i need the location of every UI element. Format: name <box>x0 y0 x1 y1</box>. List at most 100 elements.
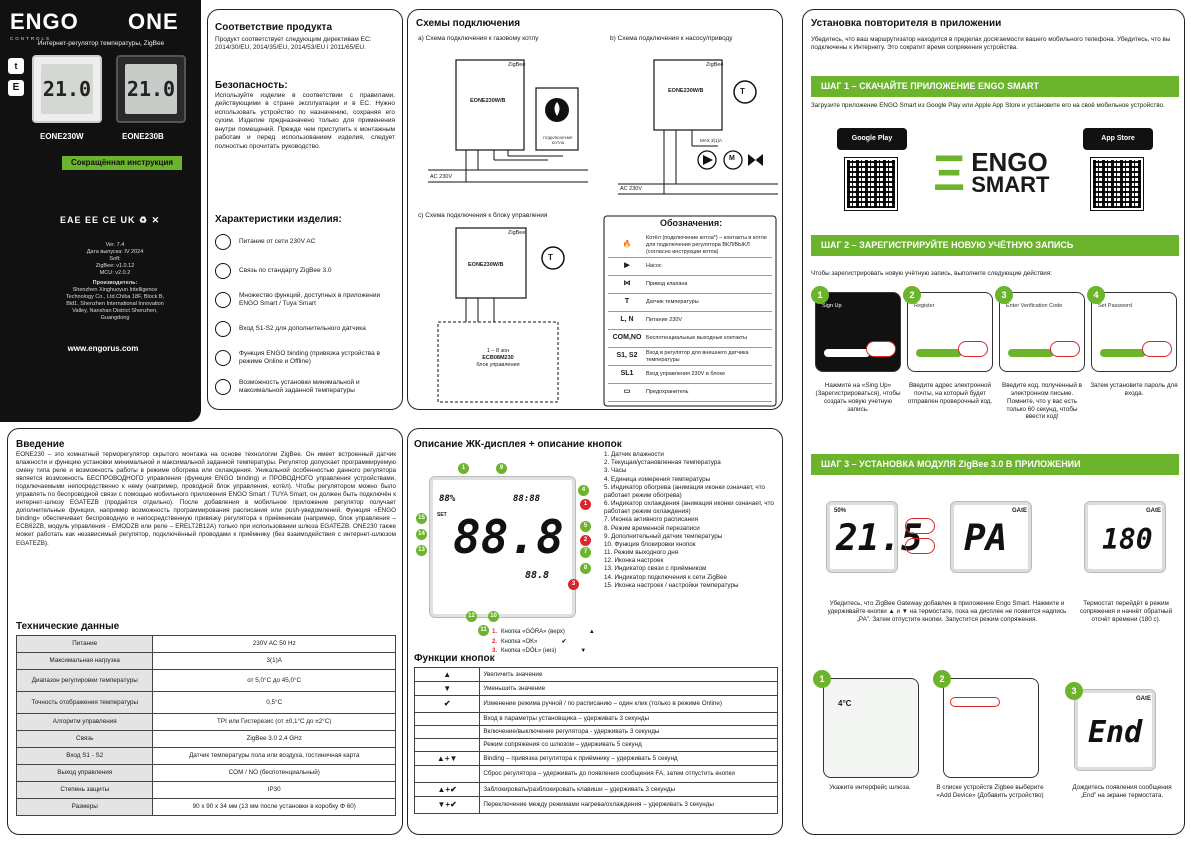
function-text: Переключение между режимами нагрева/охла… <box>479 796 778 814</box>
legend-text: Беспотенциальные выходные контакты <box>646 335 748 342</box>
button-number: 2. <box>492 638 498 645</box>
feature-item: Функция ENGO binding (привязка устройств… <box>215 348 397 368</box>
app-title: Установка повторителя в приложении <box>811 18 1002 29</box>
function-keys: ▼ <box>413 681 481 696</box>
step-text: В списке устройств Zigbee выберите «Add … <box>936 784 1044 799</box>
device-label-b: EONE230W/B <box>668 88 704 94</box>
button-symbol: ▲ <box>588 629 595 635</box>
legend-list: 🔥Котёл (подключение котла*) – контакты в… <box>608 234 772 402</box>
function-keys: ▼+✔ <box>413 796 481 814</box>
actuator-m: M <box>729 155 735 162</box>
step-number: 3 <box>1065 682 1083 700</box>
pair-display-3: GAtE 180 <box>1084 501 1166 573</box>
intro-title: Введение <box>16 439 65 450</box>
diagram-b-caption: b) Схема подключения к насосу/приводу <box>610 35 733 42</box>
tuya-icon: t <box>8 58 24 74</box>
wiring-title: Схемы подключения <box>416 18 521 29</box>
press-hand-icon <box>905 538 935 554</box>
lcd-marker: 3 <box>568 579 579 590</box>
lcd-legend-item: 5. Индикатор обогрева (анимация иконки о… <box>604 483 766 499</box>
button-symbol: ▼ <box>580 648 587 654</box>
legend-symbol: ▭ <box>623 388 631 396</box>
product-name: Интернет-регулятор температуры, ZigBee <box>37 40 165 47</box>
lcd-main-temp: 88.8 <box>453 510 564 564</box>
lcd-legend-item: 2. Текущая/установленная температура <box>604 459 721 467</box>
app-store-button[interactable]: App Store <box>1083 128 1153 150</box>
screen-button <box>1100 349 1146 357</box>
spec-value: IP30 <box>152 781 396 799</box>
legend-symbol: SL1 <box>620 370 634 378</box>
spec-value: от 5,0°С до 45,0°С <box>152 669 396 692</box>
button-list: 1.Кнопка «GÓRA» (верх)▲2.Кнопка «OK»✔3.К… <box>492 629 595 658</box>
boiler-label: ПОДКЛЮЧЕНИЕ КОТЛА <box>543 136 573 145</box>
version-block: Ver. 7.4 Дата выпуска: IV 2024 Soft: Zig… <box>65 242 165 321</box>
intro-text: EONE230 – это комнатный терморегулятор с… <box>16 451 396 547</box>
lcd-marker: 5 <box>580 521 591 532</box>
spec-value: ZigBee 3.0 2,4 GHz <box>152 730 396 748</box>
legend-row: ▭Предохранитель <box>608 384 772 402</box>
button-description: 1.Кнопка «GÓRA» (верх)▲ <box>492 629 595 637</box>
legend-symbol: 🔥 <box>622 241 632 249</box>
pair-display-1: 50% 21.5 <box>826 501 923 573</box>
step1-text: Загрузите приложение ENGO Smart из Googl… <box>811 102 1165 109</box>
legend-text: Питание 230V <box>646 317 683 324</box>
function-row: ▲Увеличить значение <box>413 667 778 682</box>
function-row: ▼+✔Переключение между режимами нагрева/о… <box>413 796 778 814</box>
registration-screen: Register <box>907 292 993 372</box>
lcd-legend-item: 1. Датчик влажности <box>604 451 664 458</box>
screen-heading: Sign Up <box>822 303 842 309</box>
spec-key: Степень защиты <box>15 781 154 799</box>
lcd-legend-item: 14. Индикатор подключения к сети ZigBee <box>604 573 728 581</box>
sensor-t-c: T <box>548 253 553 262</box>
zigbee-label-a: ZigBee <box>508 62 526 68</box>
lcd-extra-temp: 88.8 <box>525 570 550 581</box>
lcd-marker: 1 <box>458 463 469 474</box>
lcd-legend-item: 8. Режим временной перезаписи <box>604 524 700 532</box>
function-text: Увеличить значение <box>479 667 778 682</box>
button-label: Кнопка «OK» <box>501 638 538 645</box>
lcd-title: Описание ЖК-дисплея + описание кнопок <box>414 439 622 450</box>
screen-button <box>824 349 870 357</box>
binding-icon <box>215 350 231 366</box>
website-link[interactable]: www.engorus.com <box>67 344 139 353</box>
feature-item: Возможность установки минимальной и макс… <box>215 377 397 397</box>
screen-button <box>916 349 962 357</box>
function-keys <box>413 738 481 752</box>
legend-symbol: ▶ <box>624 262 630 270</box>
lcd-marker: 4 <box>578 485 589 496</box>
button-number: 1. <box>492 629 498 635</box>
legend-text: Насос <box>646 263 662 270</box>
step-text: Укажите интерфейс шлюза. <box>829 784 911 791</box>
cover-panel: ENGO CONTROLS ONE Интернет-регулятор тем… <box>0 0 201 422</box>
function-text: Уменьшить значение <box>479 681 778 696</box>
legend-symbol: COM,NO <box>612 334 642 342</box>
feature-text: Питание от сети 230V AC <box>239 237 316 245</box>
google-play-button[interactable]: Google Play <box>837 128 907 150</box>
screen-heading: Register <box>914 303 935 309</box>
thermostat-black: 21.0 <box>116 55 186 123</box>
app-store-qr <box>1090 157 1144 211</box>
app-intro: Убедитесь, что ваш маршрутизатор находит… <box>811 36 1171 51</box>
lcd-marker: 8 <box>580 563 591 574</box>
spec-value: 90 x 90 x 34 мм (13 мм после установки в… <box>152 798 396 816</box>
functions-table: ▲Увеличить значение▼Уменьшить значение✔И… <box>413 667 778 814</box>
button-description: 3.Кнопка «DÓŁ» (низ)▼ <box>492 648 595 656</box>
app-panel: Установка повторителя в приложении Убеди… <box>802 9 1185 835</box>
function-keys <box>413 712 481 726</box>
step-number: 3 <box>995 286 1013 304</box>
spec-value: 230V AC 50 Hz <box>152 635 396 653</box>
screen-heading: Enter Verification Code <box>1006 303 1063 309</box>
legend-row: COM,NO Беспотенциальные выходные контакты <box>608 330 772 348</box>
control-block: 1 – 8 зон ECB08M230 блок управления <box>476 348 520 368</box>
diagram-a-caption: а) Схема подключения к газовому котлу <box>418 35 539 42</box>
function-keys: ▲+▼ <box>413 751 481 766</box>
device-label-a: EONE230W/B <box>470 98 506 104</box>
